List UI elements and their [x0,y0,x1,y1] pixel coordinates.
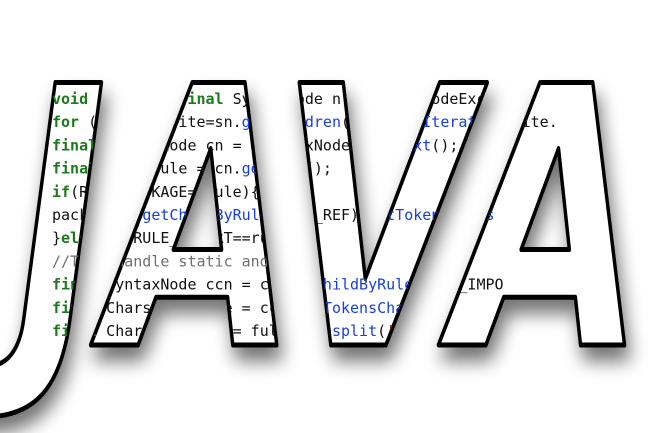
code-token: (Iterator ite=sn. [79,113,242,131]
code-token: final [52,322,97,340]
code-token: getChildren [242,113,341,131]
code-token: if [52,183,70,201]
code-line: final SyntaxNode cn = (SyntaxNode)ite.ne… [52,136,458,154]
java-word: JAVA [0,11,645,430]
code-token: '.' [386,322,413,340]
code-token: getRule [242,160,305,178]
code-token: pack = cn. [52,206,142,224]
code-token: final [52,276,97,294]
code-line: for (Iterator ite=sn.getChildren().creat… [52,113,558,131]
code-line: if(RULE_PACKAGE==rule){ [52,183,260,201]
code-token: SyntaxNode n) [224,90,359,108]
code-token: for [52,113,79,131]
code-token: if [106,229,124,247]
code-token: split [332,322,377,340]
code-token: final [178,90,223,108]
code-token: (); [305,160,332,178]
code-token: final [52,160,97,178]
code-token: //TODO handle static and .* [52,252,296,270]
code-token: final [52,299,97,317]
code-line: }else if(RULE_IMPORT==rule){ [52,229,305,247]
code-token [97,229,106,247]
code-token: Rule rule = cn. [97,160,242,178]
code-token: } [52,229,61,247]
code-line: void contFile(final SyntaxNode n) throws… [52,90,513,108]
code-line: pack = cn.getChildByRule(RULE_REF).getTo… [52,206,495,224]
code-token: co [88,90,115,108]
code-token: (RULE_IMPORT==rule){ [124,229,305,247]
code-token: ();ite. [495,113,558,131]
code-line: //TODO handle static and .* [52,252,296,270]
code-token: ntFile [115,90,169,108]
code-token: ( [422,299,431,317]
code-token: getChildByRule [287,276,413,294]
code-token: getTokensChars [368,206,494,224]
code-line: final Rule rule = cn.getRule(); [52,160,332,178]
code-line: final Chars fullName = ccn.getTokensChar… [52,299,431,317]
code-token: SyntaxNode ccn = cn. [97,276,287,294]
code-token: (RULE_PACKAGE==rule){ [70,183,260,201]
code-line: final Chars[] parts = fullName.split('.'… [52,322,422,340]
code-token: (RULE_IMPO [413,276,503,294]
code-token: (RULE_REF). [269,206,368,224]
code-token: Chars[] parts = fullName. [97,322,332,340]
code-token: Chars fullName = ccn. [97,299,296,317]
code-token: throws [359,90,413,108]
code-token: next [395,136,431,154]
code-token: (). [341,113,368,131]
code-snippet: void contFile(final SyntaxNode n) throws… [52,90,558,340]
code-token: ( [377,322,386,340]
code-token: (); [431,136,458,154]
code-line: final SyntaxNode ccn = cn.getChildByRule… [52,276,504,294]
code-token: void [52,90,88,108]
code-token: createIterator [368,113,494,131]
code-token: CodeExcept [413,90,512,108]
code-token: else [61,229,97,247]
code-token: ( [169,90,178,108]
code-token: getTokensChars [296,299,422,317]
code-token: getChildByRule [142,206,268,224]
code-token: final [52,136,97,154]
code-token: ) [413,322,422,340]
code-token: SyntaxNode cn = (SyntaxNode)ite. [97,136,395,154]
